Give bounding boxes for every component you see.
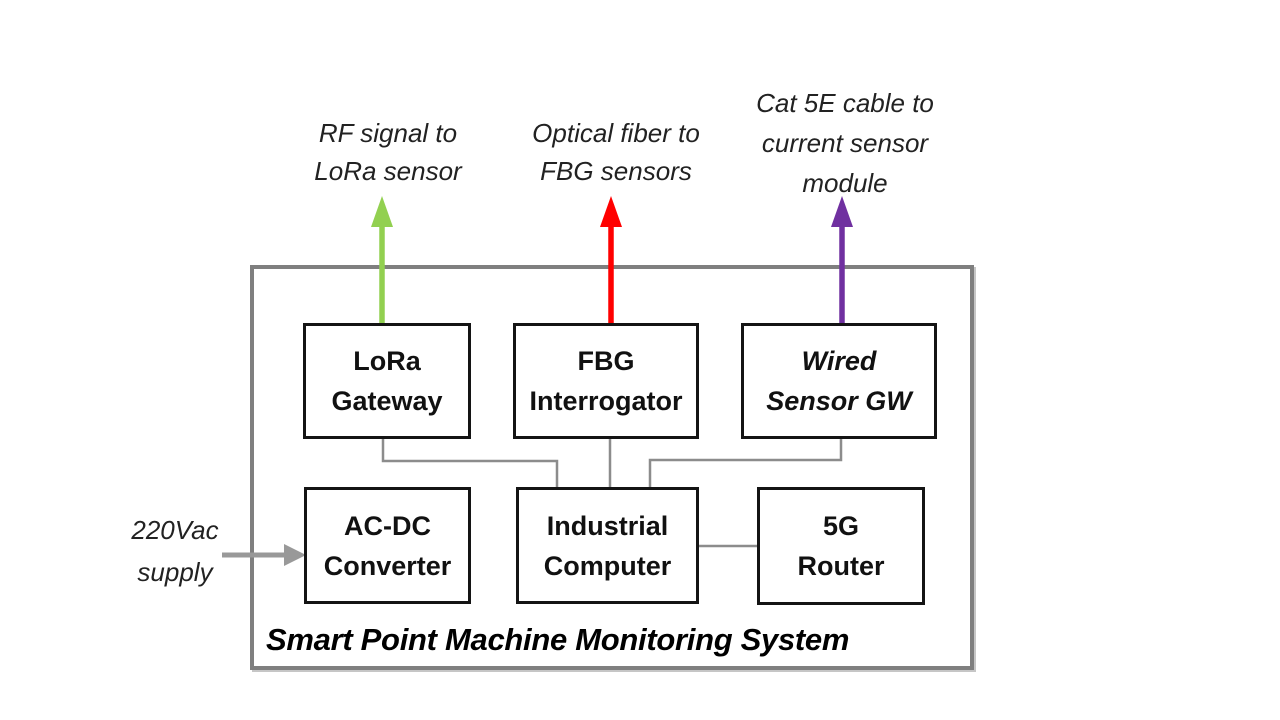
node-lora-gateway: LoRa Gateway [303, 323, 471, 439]
optical-arrow-head [600, 196, 622, 227]
node-fbg-interrogator: FBG Interrogator [513, 323, 699, 439]
node-5g-router: 5G Router [757, 487, 925, 605]
node-wired-sensor-gw: Wired Sensor GW [741, 323, 937, 439]
label-cat5e-cable: Cat 5E cable to current sensor module [756, 88, 934, 198]
system-title: Smart Point Machine Monitoring System [266, 622, 850, 657]
label-220vac-supply: 220Vac supply [131, 515, 219, 587]
node-industrial-computer: Industrial Computer [516, 487, 699, 604]
rf-arrow-head [371, 196, 393, 227]
label-rf-signal: RF signal to LoRa sensor [314, 118, 462, 186]
node-acdc-converter: AC-DC Converter [304, 487, 471, 604]
label-optical-fiber: Optical fiber to FBG sensors [532, 118, 700, 186]
